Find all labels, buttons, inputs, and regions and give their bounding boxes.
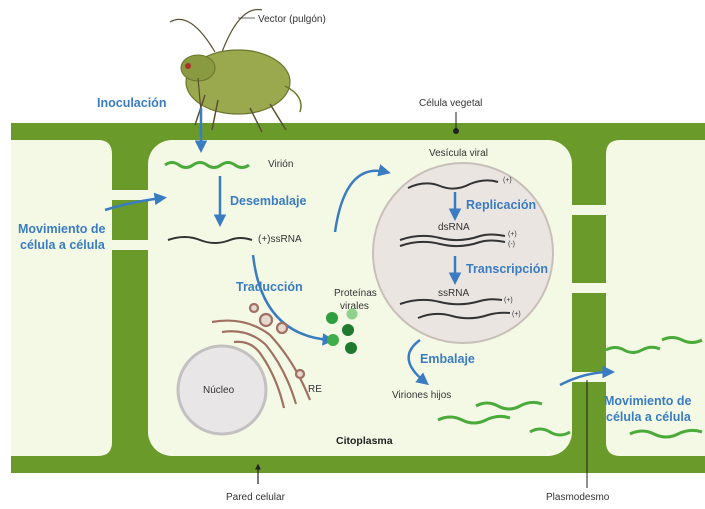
step-packaging: Embalaje — [420, 352, 475, 366]
virion-label: Virión — [268, 159, 293, 170]
ssrna-plus-label: (+)ssRNA — [258, 234, 302, 245]
svg-text:(-): (-) — [508, 241, 515, 248]
viral-vesicle-label: Vesícula viral — [429, 148, 488, 159]
step-cell-to-cell-right-line1: Movimiento de — [604, 394, 692, 408]
svg-text:(+): (+) — [512, 311, 521, 318]
step-inoculation: Inoculación — [97, 96, 166, 110]
svg-text:(+): (+) — [503, 177, 512, 184]
step-transcription: Transcripción — [466, 262, 548, 276]
step-cell-to-cell-left-line1: Movimiento de — [18, 222, 106, 236]
step-uncoating: Desembalaje — [230, 194, 306, 208]
plasmodesma-channel-right-2 — [570, 283, 608, 293]
plasmodesma-channel-left-2 — [110, 240, 150, 250]
plasmodesma-channel-left-1 — [110, 190, 150, 200]
left-cell-cytoplasm — [11, 140, 112, 456]
svg-text:(+): (+) — [508, 231, 517, 238]
viral-vesicle — [373, 163, 553, 343]
nucleus-label: Núcleo — [203, 385, 235, 396]
daughter-virions-label: Viriones hijos — [392, 390, 451, 401]
step-cell-to-cell-right-line2: célula a célula — [606, 410, 692, 424]
step-cell-to-cell-left-line2: célula a célula — [20, 238, 106, 252]
cell-wall-label: Pared celular — [226, 492, 286, 503]
vector-label: Vector (pulgón) — [258, 14, 326, 25]
proteins-label-line1: Proteínas — [334, 288, 377, 299]
plasmodesma-label: Plasmodesmo — [546, 492, 610, 503]
svg-text:(+): (+) — [504, 297, 513, 304]
cytoplasm-label: Citoplasma — [336, 435, 393, 447]
right-cell-cytoplasm — [606, 140, 705, 456]
aphid-vector-icon — [170, 10, 301, 132]
step-translation: Traducción — [236, 280, 303, 294]
plasmodesma-channel-right-1 — [570, 205, 608, 215]
dsrna-label: dsRNA — [438, 222, 470, 233]
step-replication: Replicación — [466, 198, 536, 212]
ssrna-label: ssRNA — [438, 288, 469, 299]
er-label: RE — [308, 384, 322, 395]
plant-cell-label: Célula vegetal — [419, 98, 482, 109]
